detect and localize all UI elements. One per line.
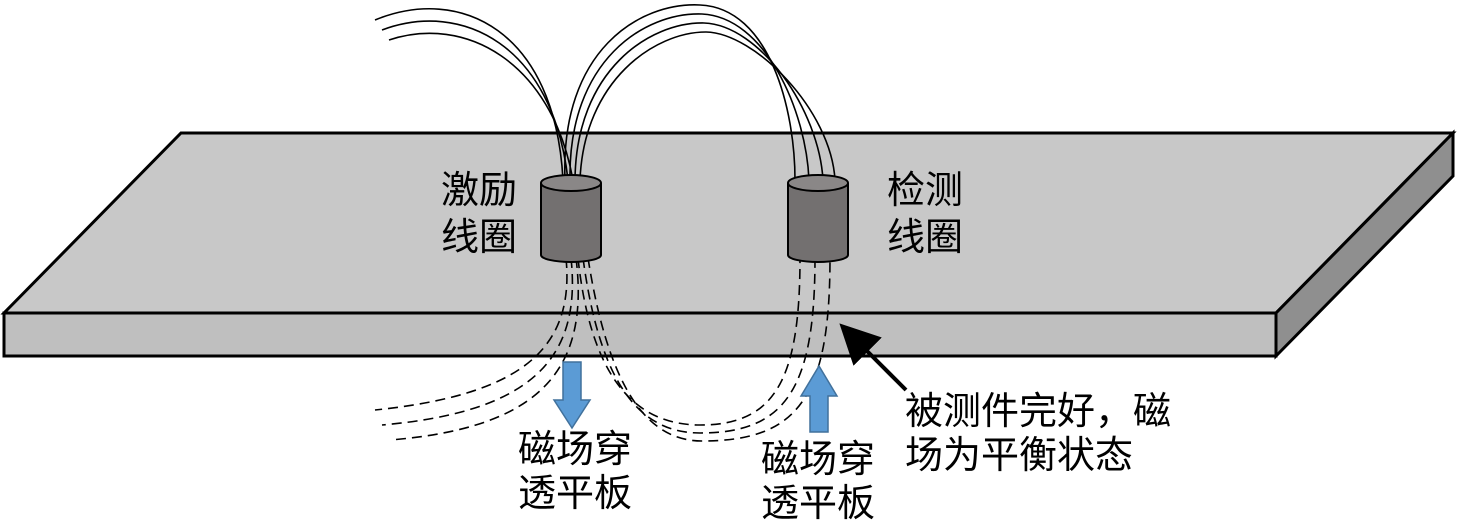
field-lines-above [374,4,836,181]
plate-front-face [2,311,1278,358]
detection-coil-label-line2: 线圈 [887,215,963,259]
field-lines-below [374,257,831,442]
status-label-line2: 场为平衡状态 [905,433,1133,477]
excitation-coil-label-line2: 线圈 [441,215,517,259]
down-arrow-left [552,361,592,430]
status-label-line1: 被测件完好，磁 [905,389,1171,433]
up-arrow-right [799,364,839,433]
pointer-arrow [839,323,908,392]
plate-top-face [0,131,1457,315]
field-penetrates-left-line1: 磁场穿 [518,427,632,471]
excitation-coil-label-line1: 激励 [441,168,517,212]
field-penetrates-right-line1: 磁场穿 [761,437,875,481]
plate-side-face [1274,129,1455,360]
test-plate [0,129,1457,360]
excitation-coil [540,174,602,263]
detection-coil [787,174,849,263]
detection-coil-label-line1: 检测 [887,168,963,212]
field-penetrates-left-line2: 透平板 [518,471,632,515]
field-penetrates-right-line2: 透平板 [761,481,875,525]
